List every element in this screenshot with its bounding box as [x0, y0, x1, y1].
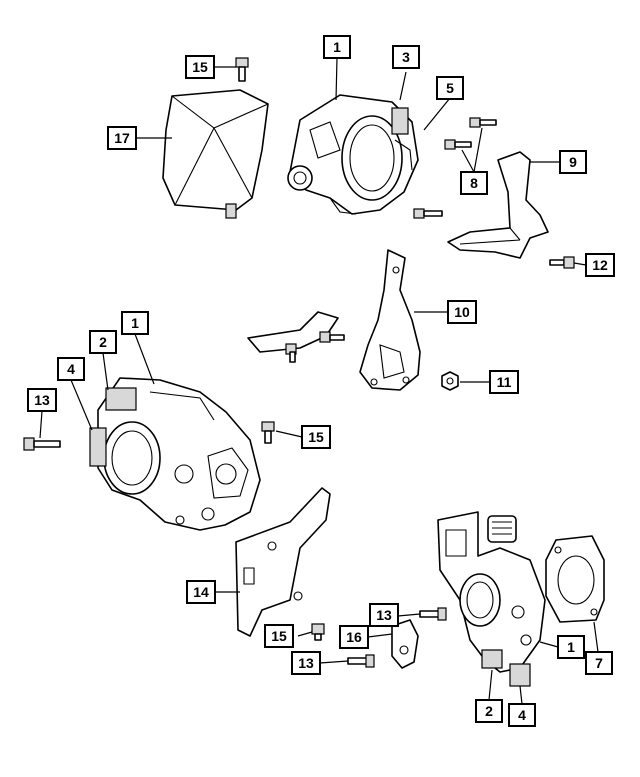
- callout-label: 17: [114, 130, 130, 146]
- callout-label: 9: [569, 154, 577, 170]
- callout-top-15: 15: [185, 55, 215, 79]
- screw-part-15-top: [235, 57, 249, 82]
- callout-label: 12: [592, 257, 608, 273]
- callout-label: 2: [485, 703, 493, 719]
- callout-low-13b: 13: [291, 651, 321, 675]
- bracket-part-9: [447, 151, 549, 259]
- throttle-cover-part-17: [162, 89, 269, 219]
- callout-label: 1: [333, 39, 341, 55]
- callout-label: 4: [518, 707, 526, 723]
- bolt-part-12: [549, 256, 575, 269]
- callout-label: 13: [298, 655, 314, 671]
- screw-part-15-lower: [311, 623, 325, 641]
- callout-label: 15: [308, 429, 324, 445]
- callout-left-4: 4: [57, 357, 85, 381]
- leader-lines: [39, 57, 599, 705]
- callout-label: 7: [595, 655, 603, 671]
- bolt-part-13-upper: [419, 607, 447, 621]
- bolt-part-13-lower: [347, 654, 375, 668]
- callout-low-13a: 13: [369, 603, 399, 627]
- callout-top-1: 1: [323, 35, 351, 59]
- callout-top-5: 5: [436, 76, 464, 100]
- callout-label: 15: [271, 628, 287, 644]
- bracket-part-14: [235, 487, 331, 637]
- throttle-body-right: [437, 511, 546, 687]
- callout-label: 8: [470, 175, 478, 191]
- gasket-part-7: [545, 535, 605, 623]
- callout-label: 11: [497, 374, 512, 390]
- callout-label: 10: [454, 304, 470, 320]
- callout-mid-11: 11: [489, 370, 519, 394]
- callout-left-1: 1: [121, 311, 149, 335]
- callout-low-15: 15: [264, 624, 294, 648]
- bracket-part-10: [359, 249, 421, 391]
- sensor-part-16: [391, 619, 419, 669]
- callout-label: 14: [193, 584, 209, 600]
- callout-label: 4: [67, 361, 75, 377]
- callout-label: 5: [446, 80, 454, 96]
- callout-label: 2: [99, 334, 107, 350]
- callout-label: 16: [346, 629, 362, 645]
- throttle-body-top: [287, 94, 419, 215]
- callout-left-15: 15: [301, 425, 331, 449]
- callout-label: 13: [34, 392, 50, 408]
- callout-right-4: 4: [508, 703, 536, 727]
- callout-low-16: 16: [339, 625, 369, 649]
- callout-right-1: 1: [557, 635, 585, 659]
- callout-top-9: 9: [559, 150, 587, 174]
- callout-mid-10: 10: [447, 300, 477, 324]
- callout-top-17: 17: [107, 126, 137, 150]
- callout-label: 15: [192, 59, 208, 75]
- callout-label: 3: [402, 49, 410, 65]
- callout-low-14: 14: [186, 580, 216, 604]
- callout-label: 13: [376, 607, 392, 623]
- callout-label: 1: [567, 639, 575, 655]
- bolts-part-8: [413, 117, 497, 219]
- bolt-part-13-left: [23, 437, 61, 451]
- callout-right-2: 2: [475, 699, 503, 723]
- small-bracket-middle: [247, 311, 345, 363]
- callout-left-13: 13: [27, 388, 57, 412]
- callout-left-2: 2: [89, 330, 117, 354]
- callout-right-7: 7: [585, 651, 613, 675]
- throttle-body-left: [89, 377, 261, 531]
- callout-top-3: 3: [392, 45, 420, 69]
- callout-top-8: 8: [460, 171, 488, 195]
- callout-top-12: 12: [585, 253, 615, 277]
- screw-part-15-left: [261, 421, 275, 444]
- nut-part-11: [441, 371, 459, 391]
- callout-label: 1: [131, 315, 139, 331]
